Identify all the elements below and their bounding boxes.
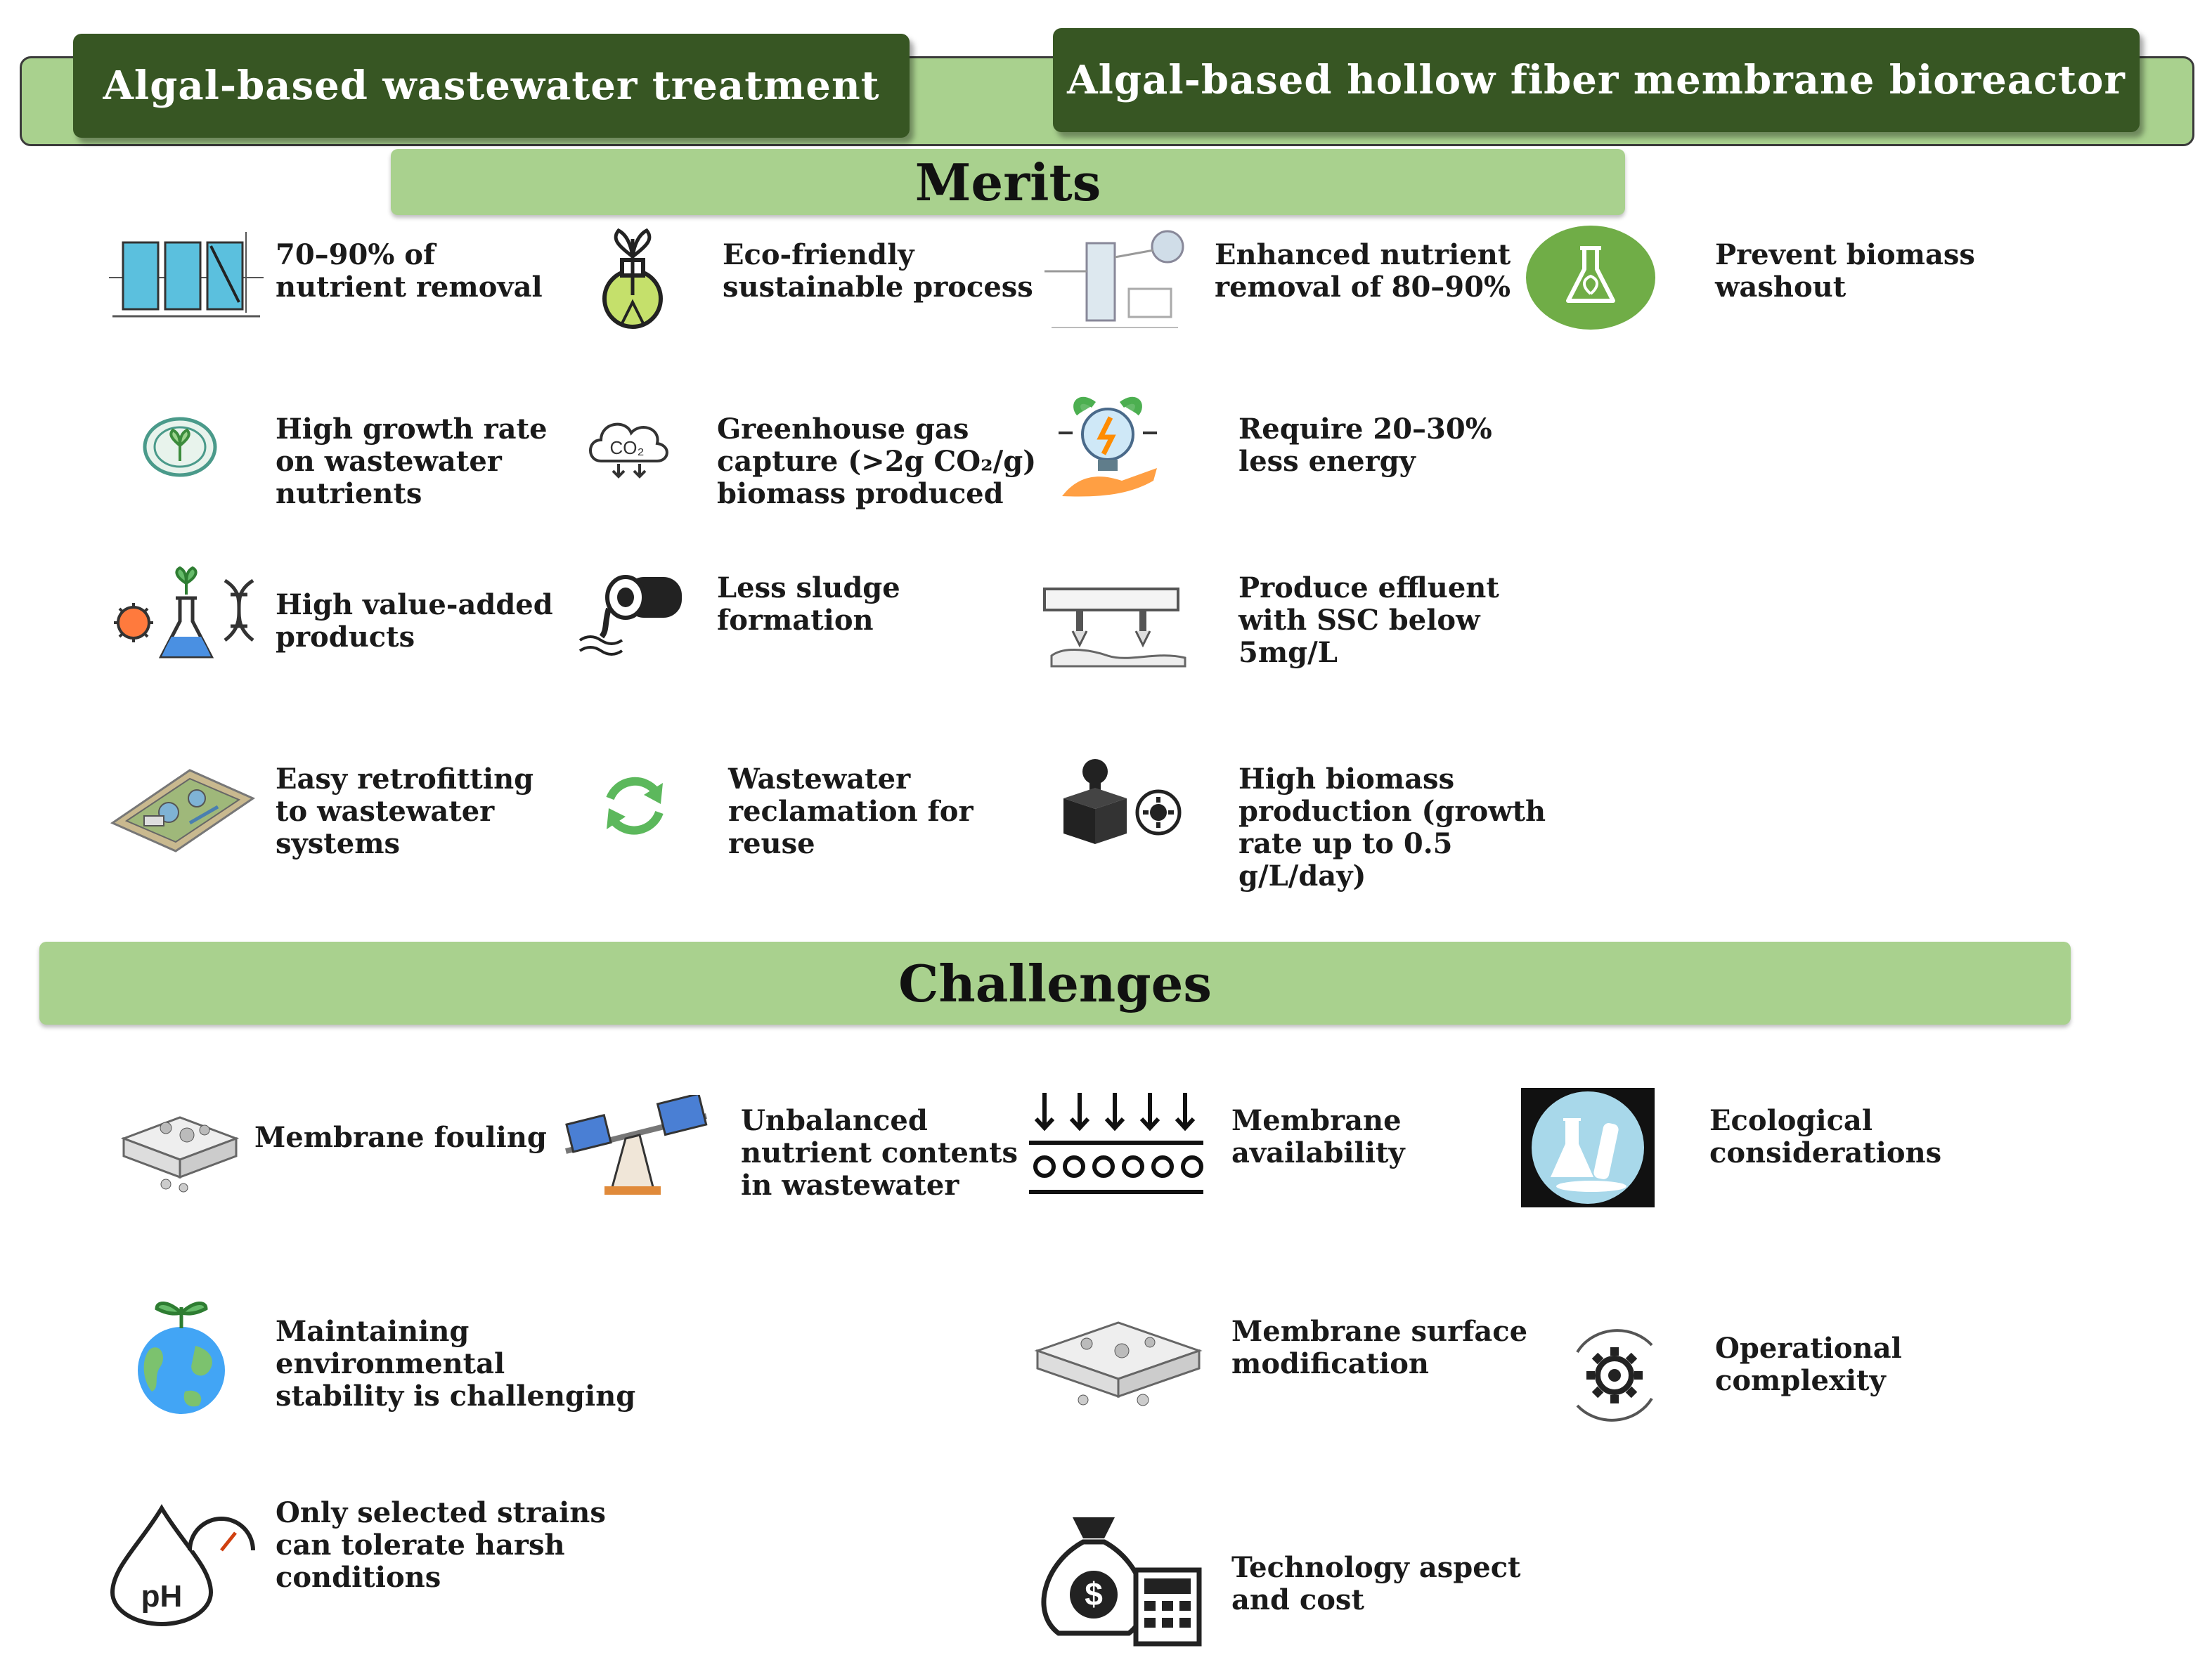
lab-flasks-icon: [1521, 1088, 1655, 1207]
ph-text: pH: [141, 1579, 183, 1614]
merits-title-bar: Merits: [391, 149, 1625, 215]
merit-label: Less sludge formation: [717, 571, 900, 637]
challenge-label: Technology aspect and cost: [1231, 1551, 1521, 1616]
plant-flask-icon: [583, 225, 682, 330]
merit-label: Require 20–30% less energy: [1238, 413, 1492, 478]
gear-cycle-icon: [1556, 1324, 1673, 1427]
ph-drop-gauge-icon: pH: [105, 1501, 260, 1628]
energy-bulb-hand-icon: [1052, 391, 1164, 503]
merit-label: Produce effluent with SSC below 5mg/L: [1238, 571, 1499, 669]
challenge-label: Operational complexity: [1715, 1332, 1902, 1397]
money-bag-calculator-icon: $: [1030, 1507, 1206, 1647]
water-tanks-icon: [105, 225, 267, 330]
dollar-text: $: [1085, 1576, 1103, 1612]
header-algal-wastewater-treatment: Algal-based wastewater treatment: [73, 34, 910, 138]
challenges-title: Challenges: [898, 953, 1212, 1013]
challenges-title-bar: Challenges: [39, 942, 2071, 1025]
bioreactor-schematic-icon: [1037, 222, 1192, 335]
biotech-flask-dna-icon: [105, 566, 267, 665]
co2-text: CO₂: [609, 437, 644, 458]
recycle-arrows-icon: [589, 770, 680, 841]
merit-label: Enhanced nutrient removal of 80–90%: [1215, 238, 1511, 304]
challenge-label: Membrane availability: [1231, 1104, 1405, 1169]
challenge-label: Only selected strains can tolerate harsh…: [276, 1496, 606, 1594]
merit-label: Wastewater reclamation for reuse: [728, 763, 974, 860]
seedling-circle-icon: [141, 415, 219, 479]
membrane-surface-icon: [1030, 1302, 1206, 1407]
header-algal-hfmbr: Algal-based hollow fiber membrane biorea…: [1053, 28, 2140, 132]
membrane-filter-icon: [1023, 1089, 1209, 1206]
merit-label: Eco-friendly sustainable process: [723, 238, 1033, 304]
seesaw-balance-icon: [555, 1095, 717, 1200]
effluent-pipes-icon: [1037, 568, 1195, 673]
merit-label: 70–90% of nutrient removal: [276, 238, 543, 304]
merit-label: High growth rate on wastewater nutrients: [276, 413, 548, 510]
earth-sprout-icon: [118, 1293, 245, 1417]
merit-label: Greenhouse gas capture (>2g CO₂/g) bioma…: [717, 413, 1037, 510]
box-gear-bulb-icon: [1053, 756, 1186, 848]
sludge-pipe-icon: [576, 566, 696, 658]
co2-cloud-icon: CO₂: [583, 412, 675, 482]
fouled-membrane-icon: [117, 1096, 243, 1195]
challenge-label: Membrane surface modification: [1231, 1315, 1528, 1380]
treatment-plant-icon: [105, 756, 260, 862]
green-flask-badge-icon: [1522, 223, 1659, 332]
merit-label: High biomass production (growth rate up …: [1238, 763, 1546, 893]
merit-label: Prevent biomass washout: [1715, 238, 1975, 304]
challenge-label: Unbalanced nutrient contents in wastewat…: [741, 1104, 1018, 1202]
challenge-label: Ecological considerations: [1709, 1104, 1942, 1169]
merits-title: Merits: [914, 152, 1101, 212]
merit-label: Easy retrofitting to wastewater systems: [276, 763, 534, 860]
merit-label: High value-added products: [276, 588, 553, 654]
challenge-label: Membrane fouling: [254, 1121, 547, 1154]
challenge-label: Maintaining environmental stability is c…: [276, 1315, 636, 1413]
